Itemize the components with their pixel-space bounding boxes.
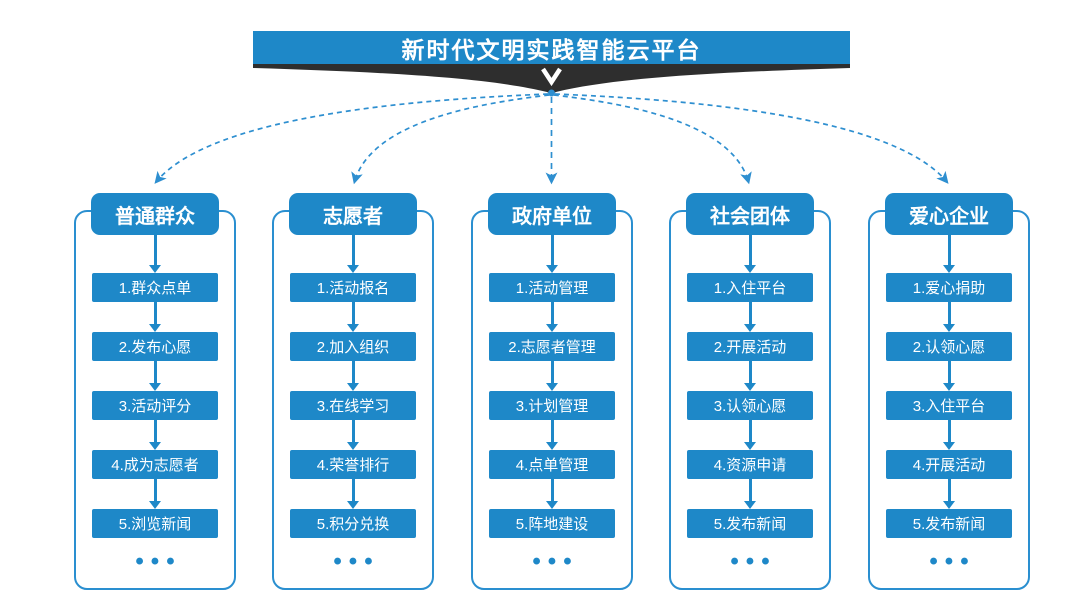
down-arrow-icon [744,479,756,509]
down-arrow-icon [546,420,558,450]
platform-banner: 新时代文明实践智能云平台 [253,31,850,64]
step-box: 2.加入组织 [290,332,416,361]
down-arrow-icon [347,479,359,509]
ellipsis-dots: ••• [730,548,777,575]
down-arrow-icon [744,302,756,332]
down-arrow-icon [744,235,756,273]
step-box: 3.活动评分 [92,391,218,420]
role-column-government-units: 政府单位 1.活动管理 2.志愿者管理 3.计划管理 4.点单管理 5.阵地建设… [471,193,633,590]
down-arrow-icon [149,302,161,332]
down-arrow-icon [744,361,756,391]
step-box: 3.在线学习 [290,391,416,420]
down-arrow-icon [149,361,161,391]
step-box: 2.发布心愿 [92,332,218,361]
down-arrow-icon [149,479,161,509]
down-arrow-icon [347,302,359,332]
step-box: 3.计划管理 [489,391,615,420]
down-arrow-icon [943,420,955,450]
connector-arrow-col5 [554,93,949,184]
connector-arrow-col4 [553,94,752,185]
connector-origin-dot [548,89,555,97]
connector-arrow-col1 [154,93,549,184]
step-box: 2.志愿者管理 [489,332,615,361]
step-box: 4.荣誉排行 [290,450,416,479]
role-column-ordinary-masses: 普通群众 1.群众点单 2.发布心愿 3.活动评分 4.成为志愿者 5.浏览新闻… [74,193,236,590]
role-column-volunteers: 志愿者 1.活动报名 2.加入组织 3.在线学习 4.荣誉排行 5.积分兑换 •… [272,193,434,590]
role-title: 政府单位 [488,193,616,235]
step-box: 5.发布新闻 [886,509,1012,538]
down-arrow-icon [546,361,558,391]
ellipsis-dots: ••• [929,548,976,575]
ellipsis-dots: ••• [333,548,380,575]
step-box: 5.积分兑换 [290,509,416,538]
step-box: 4.开展活动 [886,450,1012,479]
role-title: 社会团体 [686,193,814,235]
role-column-caring-enterprises: 爱心企业 1.爱心捐助 2.认领心愿 3.入住平台 4.开展活动 5.发布新闻 … [868,193,1030,590]
step-box: 1.活动管理 [489,273,615,302]
down-arrow-icon [149,235,161,273]
step-box: 5.发布新闻 [687,509,813,538]
down-arrow-icon [546,479,558,509]
step-box: 1.入住平台 [687,273,813,302]
step-box: 1.爱心捐助 [886,273,1012,302]
step-box: 2.认领心愿 [886,332,1012,361]
step-box: 2.开展活动 [687,332,813,361]
role-title: 爱心企业 [885,193,1013,235]
down-arrow-icon [347,420,359,450]
down-arrow-icon [943,479,955,509]
step-box: 1.活动报名 [290,273,416,302]
step-box: 5.阵地建设 [489,509,615,538]
banner-chevron-down-icon [541,67,562,87]
role-title: 志愿者 [289,193,417,235]
down-arrow-icon [347,235,359,273]
role-column-social-groups: 社会团体 1.入住平台 2.开展活动 3.认领心愿 4.资源申请 5.发布新闻 … [669,193,831,590]
down-arrow-icon [943,302,955,332]
ellipsis-dots: ••• [135,548,182,575]
role-title: 普通群众 [91,193,219,235]
step-box: 3.认领心愿 [687,391,813,420]
step-box: 1.群众点单 [92,273,218,302]
step-box: 4.成为志愿者 [92,450,218,479]
banner-shadow-wedge [253,63,850,95]
step-box: 5.浏览新闻 [92,509,218,538]
down-arrow-icon [546,235,558,273]
ellipsis-dots: ••• [532,548,579,575]
down-arrow-icon [744,420,756,450]
down-arrow-icon [943,361,955,391]
platform-title: 新时代文明实践智能云平台 [401,36,702,63]
step-box: 3.入住平台 [886,391,1012,420]
step-box: 4.点单管理 [489,450,615,479]
down-arrow-icon [943,235,955,273]
connector-arrow-col2 [351,94,550,185]
step-box: 4.资源申请 [687,450,813,479]
down-arrow-icon [546,302,558,332]
down-arrow-icon [149,420,161,450]
down-arrow-icon [347,361,359,391]
